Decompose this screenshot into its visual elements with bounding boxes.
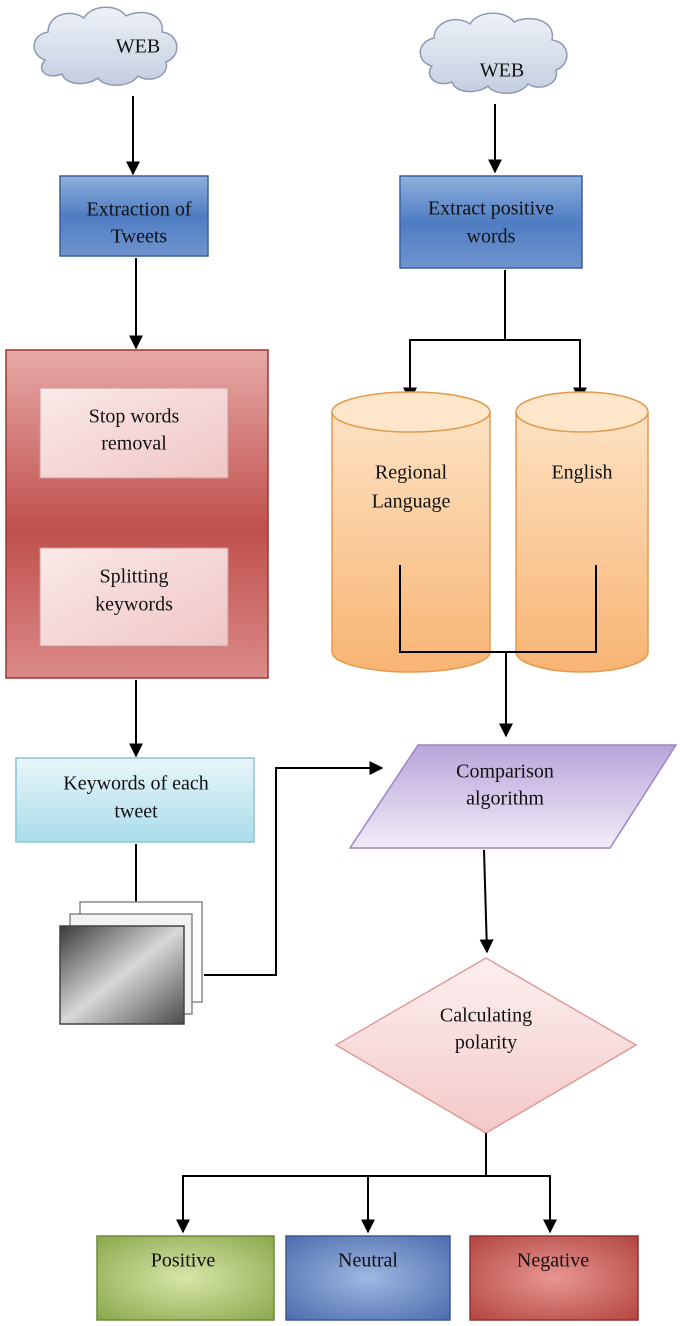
arrow-comparison-to-polarity (479, 849, 494, 954)
negative-output-box: Negative (469, 1235, 639, 1321)
polarity-label-line1: Calculating (440, 1005, 532, 1027)
splitting-label-line1: Splitting (100, 566, 169, 588)
extraction-label-line2: Tweets (111, 226, 168, 248)
splitting-keywords-box: Splitting keywords (39, 547, 229, 647)
comparison-algorithm-parallelogram: Comparison algorithm (348, 744, 678, 849)
negative-label: Negative (517, 1250, 589, 1272)
web-cloud-left-label: WEB (116, 36, 160, 58)
regional-language-database-icon: Regional Language (331, 391, 491, 673)
english-database-icon: English (515, 391, 649, 673)
documents-stack-icon (59, 901, 203, 1025)
keywords-label-line2: tweet (114, 801, 158, 823)
stop-words-label-line1: Stop words (89, 406, 180, 428)
comparison-label-line1: Comparison (456, 761, 554, 783)
extract-positive-words-box: Extract positive words (399, 175, 583, 269)
regional-db-label-line1: Regional (375, 462, 448, 484)
comparison-label-line2: algorithm (466, 788, 544, 810)
arrow-to-regional-db (403, 270, 506, 402)
neutral-output-box: Neutral (285, 1235, 451, 1321)
web-cloud-right-label: WEB (480, 60, 524, 82)
extraction-of-tweets-box: Extraction of Tweets (59, 175, 209, 257)
arrow-documents-to-comparison (204, 761, 384, 976)
preprocessing-panel: Stop words removal Splitting keywords (5, 349, 269, 679)
keywords-label-line1: Keywords of each (63, 773, 209, 795)
neutral-label: Neutral (338, 1250, 398, 1272)
positive-label: Positive (151, 1250, 216, 1272)
web-cloud-right: WEB (419, 12, 568, 94)
regional-db-label-line2: Language (372, 491, 451, 513)
splitting-label-line2: keywords (95, 594, 173, 616)
calculating-polarity-diamond: Calculating polarity (334, 957, 638, 1134)
keywords-of-each-tweet-box: Keywords of each tweet (15, 757, 255, 843)
positive-output-box: Positive (96, 1235, 275, 1321)
connector-databases-merge (399, 565, 597, 653)
stop-words-label-line2: removal (101, 433, 167, 455)
arrow-to-english-db (505, 339, 587, 402)
english-db-label: English (551, 462, 612, 484)
stop-words-removal-box: Stop words removal (39, 387, 229, 479)
web-cloud-left: WEB (33, 6, 178, 86)
extract-positive-label-line2: words (467, 226, 516, 248)
polarity-label-line2: polarity (455, 1032, 517, 1054)
extract-positive-label-line1: Extract positive (428, 198, 554, 220)
extraction-label-line1: Extraction of (87, 199, 192, 221)
connector-outputs-branch (182, 1175, 551, 1225)
